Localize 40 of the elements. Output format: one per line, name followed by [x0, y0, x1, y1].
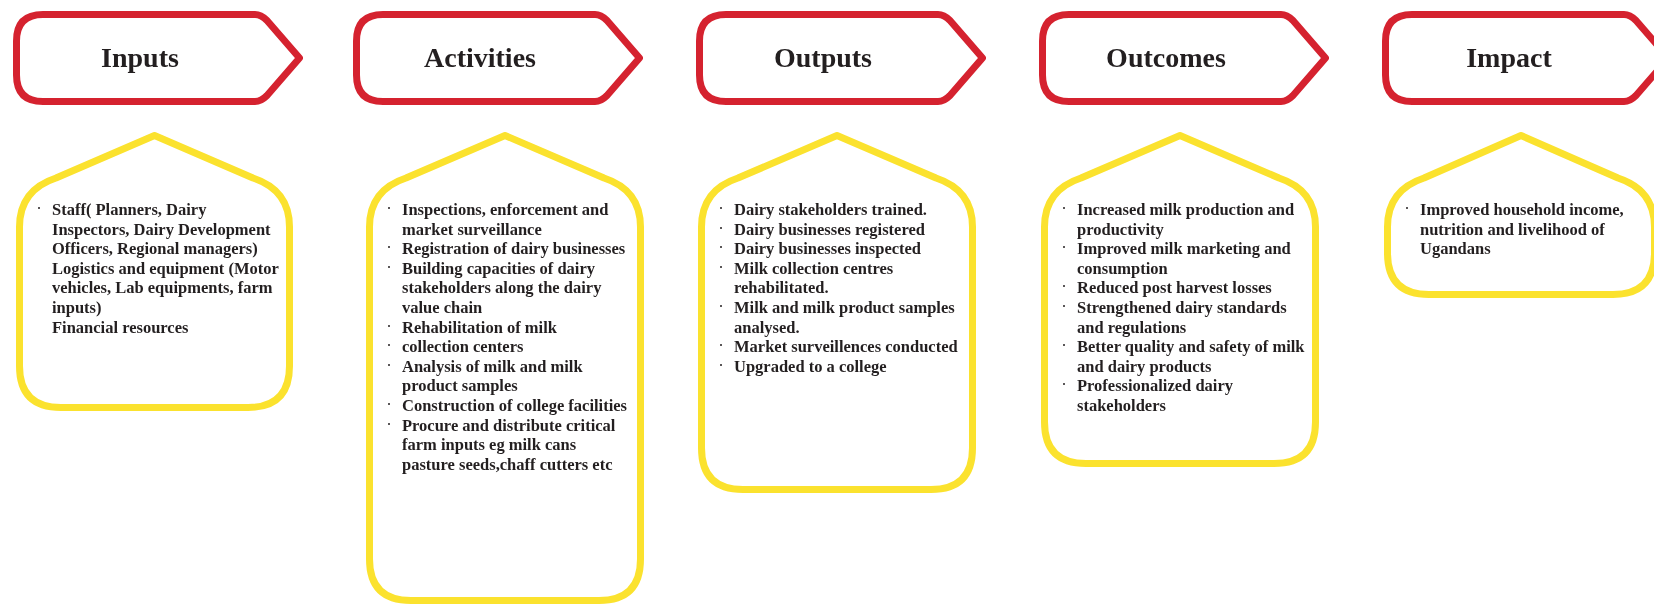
house-shaped-box	[698, 132, 976, 493]
list-item: Procure and distribute critical farm inputs eg milk cans pasture seeds,chaff cutters etc	[402, 415, 617, 475]
stage-heading: Impact	[1466, 41, 1552, 75]
arrow-header-box	[1382, 11, 1654, 105]
stage-heading: Inputs	[101, 41, 179, 75]
house-shaped-box	[16, 132, 293, 411]
stage-heading: Activities	[424, 41, 536, 75]
list-item: Professionalized dairy stakeholders	[1077, 376, 1234, 416]
list-item: Analysis of milk and milk product samples	[402, 356, 584, 396]
stage-heading: Outputs	[773, 41, 872, 75]
list-item: Upgraded to a college	[734, 356, 887, 377]
arrow-header-box	[353, 11, 643, 105]
arrow-header-box	[696, 11, 986, 105]
list-item: Market surveillences conducted	[734, 337, 958, 357]
list-item: Construction of college facilities	[402, 395, 627, 416]
list-item: Strengthened dairy standards and regulations	[1077, 297, 1288, 338]
house-shaped-box	[366, 132, 644, 604]
list-item: Rehabilitation of milk	[402, 317, 557, 338]
list-item: Improved milk marketing and consumption	[1077, 239, 1292, 279]
list-item: Inspections, enforcement and market surveillance	[402, 200, 610, 240]
list-item: Dairy businesses inspected	[734, 239, 922, 259]
list-item: Staff( Planners, Dairy Inspectors, Dairy Development Officers, Regional managers)	[52, 200, 272, 259]
list-item: collection centers	[402, 337, 524, 357]
list-item: Building capacities of dairy stakeholders along the dairy value chain	[402, 258, 603, 318]
list-item: Registration of dairy businesses	[402, 239, 626, 259]
list-item: Dairy businesses registered	[734, 219, 925, 240]
list-item: Milk and milk product samples analysed.	[734, 297, 956, 338]
list-item: Dairy stakeholders trained.	[734, 200, 927, 220]
list-item: Logistics and equipment (Motor vehicles, Lab equipments, farm inputs)	[52, 258, 279, 318]
list-item: Improved household income, nutrition and livelihood of Ugandans	[1420, 200, 1625, 259]
stage-heading: Outcomes	[1106, 41, 1226, 75]
list-item: Milk collection centres rehabilitated.	[734, 258, 895, 298]
arrow-header-box	[1039, 11, 1329, 105]
list-item: Financial resources	[52, 317, 189, 338]
house-shaped-box	[1384, 132, 1654, 298]
arrow-header-box	[13, 11, 303, 105]
house-shaped-box	[1041, 132, 1319, 467]
list-item: Better quality and safety of milk and dairy products	[1077, 337, 1305, 377]
list-item: Increased milk production and productivity	[1077, 200, 1296, 240]
list-item: Reduced post harvest losses	[1077, 278, 1272, 298]
